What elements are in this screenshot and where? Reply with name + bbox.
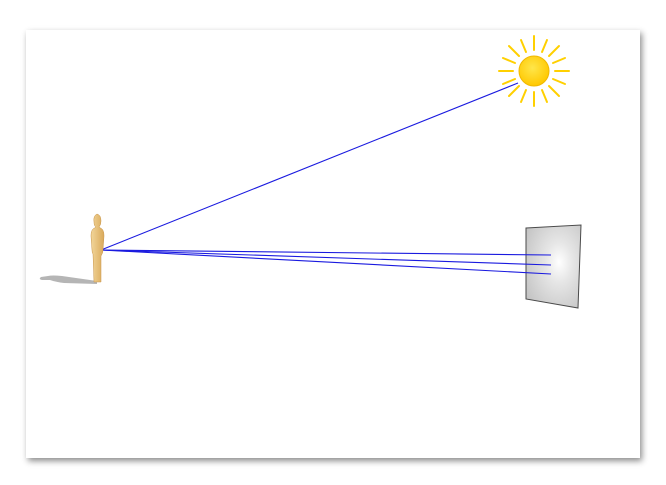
sun-icon (498, 35, 570, 107)
light-rays (100, 82, 552, 275)
sun-rays (498, 35, 570, 107)
ray-panel-middle (100, 249, 552, 266)
person-icon (90, 213, 105, 283)
shadow-icon (39, 275, 97, 284)
ray-panel-top (100, 249, 552, 256)
reflector-panel-icon (525, 224, 582, 309)
ray-panel-bottom (100, 249, 552, 275)
sun-core (518, 55, 550, 87)
ray-sun-to-person (100, 82, 519, 251)
